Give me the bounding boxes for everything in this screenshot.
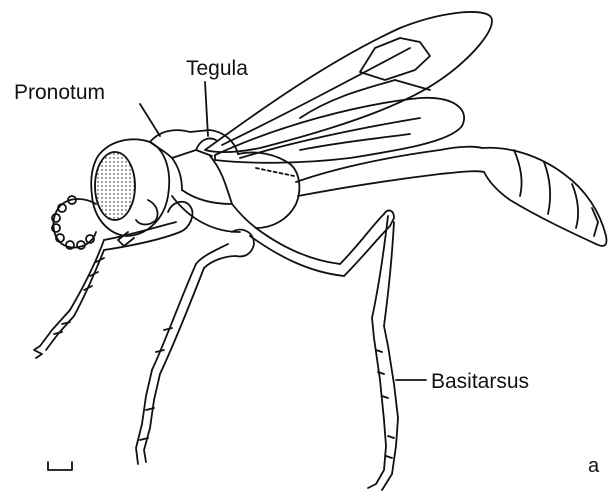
middle-leg: [136, 230, 254, 464]
tegula-leader-line: [205, 82, 208, 136]
antenna: [52, 196, 96, 249]
scale-bar: [48, 462, 72, 470]
pronotum-leader-line: [140, 104, 160, 136]
tegula-label: Tegula: [186, 58, 248, 79]
compound-eye: [95, 152, 135, 220]
hind-leg: [250, 211, 398, 490]
basitarsus-label: Basitarsus: [431, 371, 529, 392]
head: [91, 139, 169, 246]
pronotum-label: Pronotum: [14, 82, 105, 103]
thorax: [150, 130, 299, 232]
panel-letter: a: [588, 456, 599, 476]
abdomen: [296, 147, 607, 246]
